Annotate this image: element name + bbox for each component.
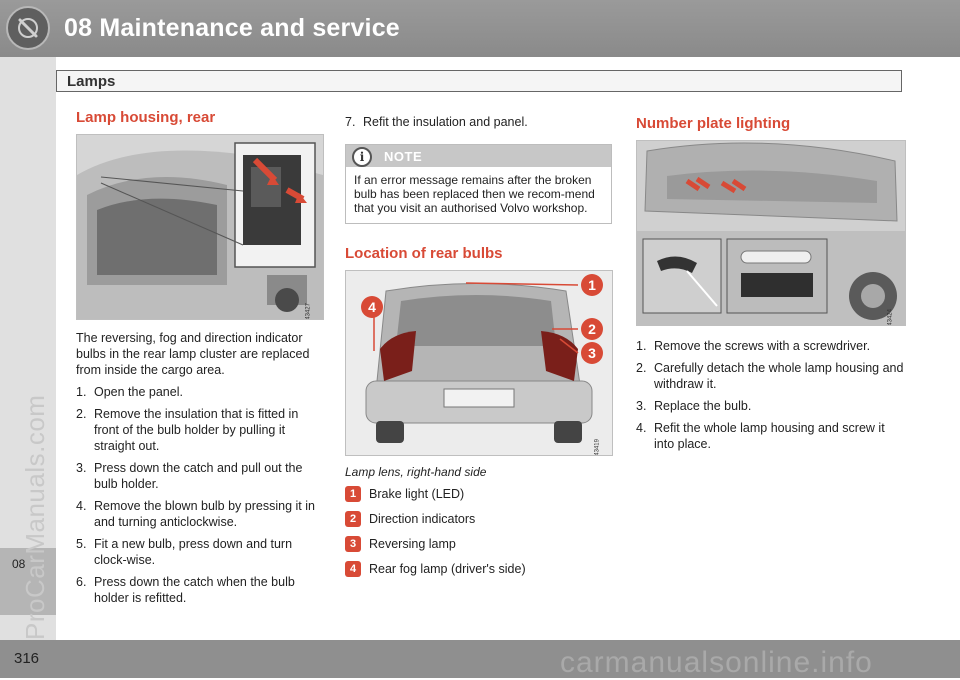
chapter-logo-icon	[6, 6, 50, 50]
column-lamp-housing: Lamp housing, rear G043427 The reversing…	[76, 110, 324, 612]
step-number: 6.	[76, 575, 87, 589]
step-number: 3.	[76, 461, 87, 475]
step-number: 1.	[636, 339, 647, 353]
svg-text:4: 4	[368, 299, 376, 315]
info-icon: i	[352, 147, 372, 167]
step-text: Refit the whole lamp housing and screw i…	[654, 421, 885, 451]
legend-number-badge: 2	[345, 511, 361, 527]
figure-caption: Lamp lens, right-hand side	[345, 465, 487, 479]
lamp-housing-steps: 1. Open the panel. 2. Remove the insulatio…	[76, 384, 324, 606]
page-footer	[0, 640, 960, 678]
note-title: NOTE	[384, 149, 423, 164]
heading-number-plate: Number plate lighting	[636, 115, 791, 132]
number-plate-illustration: G043424	[636, 140, 906, 326]
list-item: 2. Remove the insulation that is fitted i…	[76, 406, 324, 454]
step-number: 4.	[76, 499, 87, 513]
note-text: If an error message remains after the br…	[354, 173, 595, 215]
list-item: 5. Fit a new bulb, press down and turn cl…	[76, 536, 324, 568]
step-text: Remove the screws with a screwdriver.	[654, 339, 871, 353]
chapter-tab-number: 08	[12, 557, 26, 571]
legend-number-badge: 3	[345, 536, 361, 552]
section-title: Lamps	[67, 73, 116, 90]
svg-text:3: 3	[588, 345, 596, 361]
step-text: Remove the insulation that is fitted in …	[94, 407, 299, 453]
step-number: 4.	[636, 421, 647, 435]
list-item: 1 Brake light (LED)	[345, 486, 612, 502]
heading-lamp-housing: Lamp housing, rear	[76, 109, 216, 126]
column-number-plate: Number plate lighting G043424 1. Remove t…	[636, 116, 906, 458]
list-item: 1. Open the panel.	[76, 384, 324, 400]
section-bar: Lamps	[56, 70, 902, 92]
legend-text: Brake light (LED)	[369, 487, 465, 501]
step-text: Remove the blown bulb by pressing it in …	[94, 499, 315, 529]
note-header: i NOTE	[346, 145, 611, 167]
chapter-header: 08 Maintenance and service	[0, 0, 960, 57]
legend-number-badge: 4	[345, 561, 361, 577]
svg-text:2: 2	[588, 321, 596, 337]
step-text: Carefully detach the whole lamp housing …	[654, 361, 904, 391]
step-text: Press down the catch and pull out the bu…	[94, 461, 303, 491]
number-plate-steps: 1.Remove the screws with a screwdriver. …	[636, 338, 906, 452]
step-number: 3.	[636, 399, 647, 413]
list-item: 7. Refit the insulation and panel.	[345, 114, 612, 130]
side-margin	[0, 57, 56, 640]
chapter-title: 08 Maintenance and service	[64, 14, 400, 42]
step-number: 2.	[76, 407, 87, 421]
image-code: G043427	[306, 303, 312, 320]
step-text: Replace the bulb.	[654, 399, 752, 413]
image-code: G043424	[888, 309, 894, 326]
bulb-legend: 1 Brake light (LED) 2 Direction indicators…	[345, 486, 612, 577]
legend-text: Direction indicators	[369, 512, 476, 526]
step-number: 2.	[636, 361, 647, 375]
lamp-housing-illustration: G043427	[76, 134, 324, 320]
list-item: 3. Press down the catch and pull out the …	[76, 460, 324, 492]
list-item: 4. Refit the whole lamp housing and screw…	[636, 420, 906, 452]
step-text: Refit the insulation and panel.	[363, 115, 528, 129]
svg-text:1: 1	[588, 277, 596, 293]
step-text: Open the panel.	[94, 385, 183, 399]
footer-watermark: carmanualsonline.info	[560, 646, 873, 679]
chapter-tab	[0, 548, 56, 615]
continued-steps: 7. Refit the insulation and panel.	[345, 114, 612, 130]
step-text: Fit a new bulb, press down and turn cloc…	[94, 537, 293, 567]
intro-text: The reversing, fog and direction indicat…	[76, 331, 310, 377]
list-item: 3 Reversing lamp	[345, 536, 612, 552]
step-number: 5.	[76, 537, 87, 551]
column-rear-bulbs: 7. Refit the insulation and panel. i NOTE…	[345, 114, 613, 586]
list-item: 3. Replace the bulb.	[636, 398, 906, 414]
list-item: 4 Rear fog lamp (driver's side)	[345, 561, 612, 577]
rear-bulbs-illustration: 1 2 3 4 G043419	[345, 270, 613, 456]
side-watermark: ProCarManuals.com	[20, 394, 50, 640]
list-item: 2 Direction indicators	[345, 511, 612, 527]
image-code: G043419	[595, 439, 601, 456]
note-box: i NOTE If an error message remains after…	[345, 144, 612, 224]
step-text: Press down the catch when the bulb holde…	[94, 575, 295, 605]
legend-text: Reversing lamp	[369, 537, 456, 551]
list-item: 1. Remove the screws with a screwdriver.	[636, 338, 906, 354]
list-item: 4. Remove the blown bulb by pressing it i…	[76, 498, 324, 530]
legend-text: Rear fog lamp (driver's side)	[369, 562, 526, 576]
step-number: 1.	[76, 385, 87, 399]
list-item: 2. Carefully detach the whole lamp housin…	[636, 360, 906, 392]
step-number: 7.	[345, 115, 356, 129]
list-item: 6. Press down the catch when the bulb hol…	[76, 574, 324, 606]
legend-number-badge: 1	[345, 486, 361, 502]
page-number: 316	[14, 650, 40, 667]
heading-rear-bulbs: Location of rear bulbs	[345, 245, 503, 262]
